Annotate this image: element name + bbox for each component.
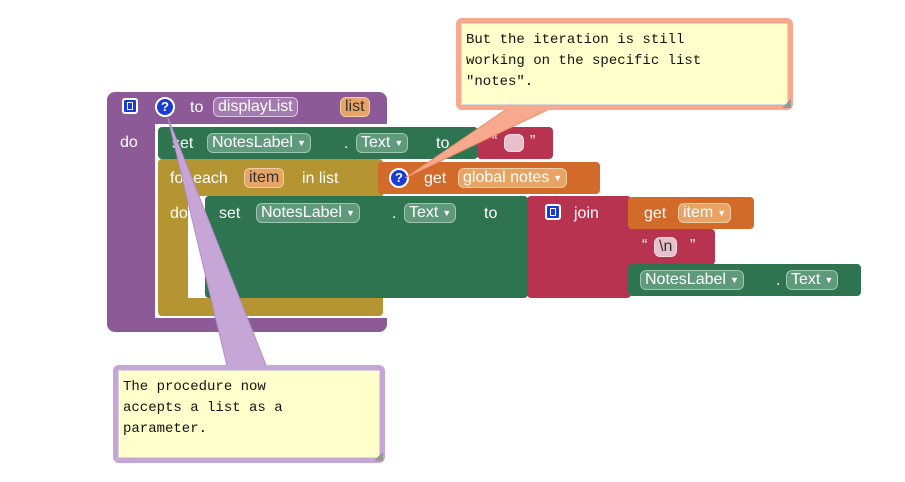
inner-set-property-label: Text bbox=[409, 204, 439, 222]
mutator-icon[interactable] bbox=[545, 204, 561, 220]
get-item-dropdown[interactable]: item▼ bbox=[678, 203, 732, 224]
dropdown-arrow-icon: ▼ bbox=[345, 208, 355, 218]
set-dot: . bbox=[344, 135, 349, 152]
foreach-in-list-keyword: in list bbox=[302, 170, 339, 187]
newline-text-field[interactable]: \n bbox=[654, 237, 678, 257]
get-global-label: global notes bbox=[463, 169, 550, 187]
procedure-name-field[interactable]: displayList bbox=[213, 97, 298, 117]
inner-set-component-label: NotesLabel bbox=[261, 204, 342, 222]
resize-handle-icon[interactable] bbox=[782, 99, 791, 108]
dropdown-arrow-icon: ▼ bbox=[553, 173, 563, 183]
dropdown-arrow-icon: ▼ bbox=[729, 275, 739, 285]
set-component-dropdown[interactable]: NotesLabel▼ bbox=[207, 133, 311, 154]
inner-set-property-dropdown[interactable]: Text▼ bbox=[404, 203, 457, 224]
inner-set-dot: . bbox=[392, 205, 397, 222]
set-component-label: NotesLabel bbox=[212, 134, 293, 152]
inner-set-component-dropdown[interactable]: NotesLabel▼ bbox=[256, 203, 360, 224]
set-property-label: Text bbox=[361, 134, 391, 152]
get-item-label: item bbox=[683, 204, 714, 222]
foreach-do-keyword: do bbox=[170, 205, 188, 222]
getter-component-label: NotesLabel bbox=[645, 271, 726, 289]
text-open-quote: “ bbox=[492, 133, 498, 150]
newline-open-quote: “ bbox=[642, 237, 648, 254]
top-comment-text[interactable]: But the iteration is still working on th… bbox=[461, 23, 788, 105]
dropdown-arrow-icon: ▼ bbox=[394, 138, 404, 148]
procedure-to-keyword: to bbox=[190, 99, 204, 116]
getter-dot: . bbox=[776, 272, 781, 289]
getter-component-dropdown[interactable]: NotesLabel▼ bbox=[640, 270, 744, 291]
set-to-keyword: to bbox=[436, 135, 450, 152]
dropdown-arrow-icon: ▼ bbox=[296, 138, 306, 148]
getter-property-label: Text bbox=[791, 271, 821, 289]
inner-set-keyword: set bbox=[219, 205, 241, 222]
top-comment[interactable]: But the iteration is still working on th… bbox=[456, 18, 793, 110]
text-value-field[interactable] bbox=[504, 134, 524, 152]
get-global-keyword: get bbox=[424, 170, 447, 187]
resize-handle-icon[interactable] bbox=[374, 452, 383, 461]
join-block[interactable] bbox=[527, 196, 631, 298]
dropdown-arrow-icon: ▼ bbox=[717, 208, 727, 218]
procedure-do-keyword: do bbox=[120, 134, 138, 151]
foreach-keyword: for each bbox=[170, 170, 228, 187]
inner-set-to-keyword: to bbox=[484, 205, 498, 222]
bottom-comment[interactable]: The procedure now accepts a list as a pa… bbox=[113, 365, 385, 463]
foreach-var-field[interactable]: item bbox=[244, 168, 285, 188]
set-block[interactable] bbox=[158, 127, 478, 159]
help-icon[interactable]: ? bbox=[389, 168, 409, 188]
inner-set-block[interactable] bbox=[205, 196, 528, 298]
set-property-dropdown[interactable]: Text▼ bbox=[356, 133, 409, 154]
getter-property-dropdown[interactable]: Text▼ bbox=[786, 270, 839, 291]
help-icon[interactable]: ? bbox=[155, 97, 175, 117]
dropdown-arrow-icon: ▼ bbox=[824, 275, 834, 285]
set-keyword: set bbox=[172, 135, 194, 152]
text-close-quote: ” bbox=[530, 133, 536, 150]
procedure-param-field[interactable]: list bbox=[340, 97, 370, 117]
get-item-keyword: get bbox=[644, 205, 667, 222]
get-global-dropdown[interactable]: global notes▼ bbox=[458, 168, 568, 189]
dropdown-arrow-icon: ▼ bbox=[442, 208, 452, 218]
bottom-comment-text[interactable]: The procedure now accepts a list as a pa… bbox=[118, 370, 380, 458]
join-keyword: join bbox=[574, 205, 599, 222]
mutator-icon[interactable] bbox=[122, 98, 138, 114]
newline-close-quote: ” bbox=[690, 237, 696, 254]
